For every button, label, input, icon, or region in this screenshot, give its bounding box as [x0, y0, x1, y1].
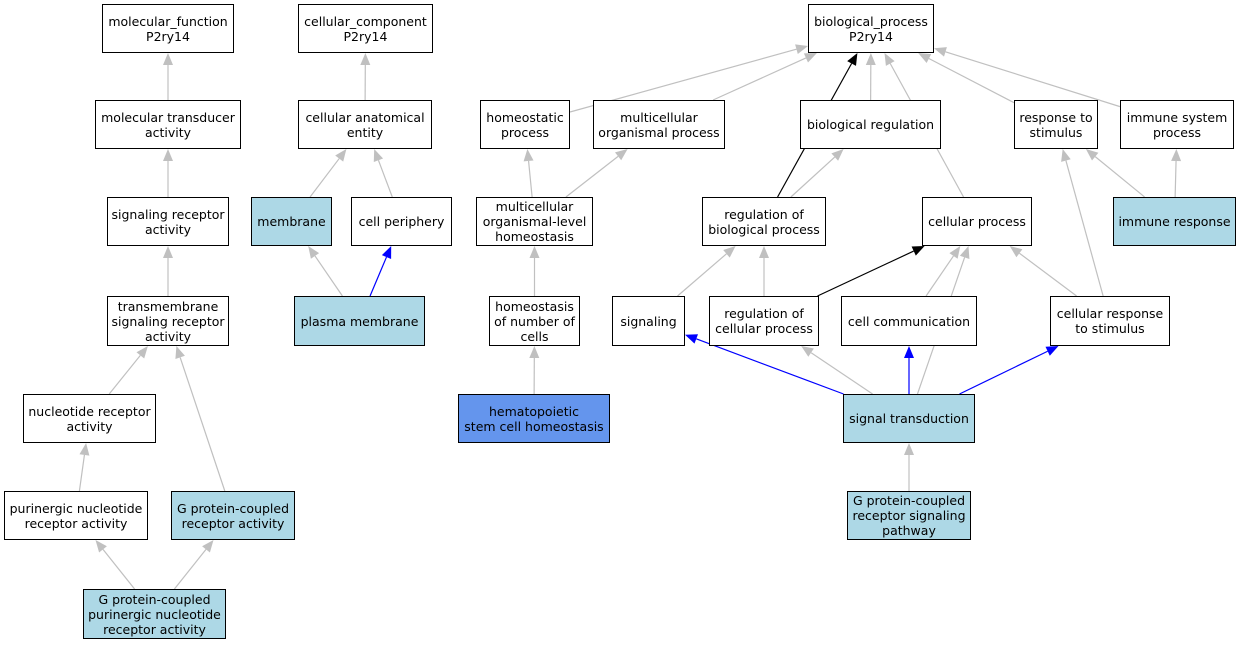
node-regulation-of-cellular-process[interactable]: regulation of cellular process — [709, 296, 819, 346]
edge-arrowhead-multicellular_homeostasis-to-homeostatic_process — [523, 149, 534, 162]
node-signaling-receptor-activity[interactable]: signaling receptor activity — [107, 197, 229, 246]
node-homeostasis-of-number-of-cells[interactable]: homeostasis of number of cells — [489, 296, 580, 346]
edge-plasma_membrane-to-membrane — [314, 255, 343, 297]
edge-arrowhead-immune_response-to-response_to_stimulus — [1085, 149, 1099, 161]
edge-arrowhead-signal_transduction-to-signaling — [685, 334, 698, 344]
node-cellular-process[interactable]: cellular process — [922, 197, 1032, 246]
node-multicellular-organismal-level-homeostasis[interactable]: multicellular organismal-level homeostas… — [476, 197, 593, 246]
edge-arrowhead-cell_response_stimulus-to-response_to_stimulus — [1061, 149, 1071, 162]
edge-arrowhead-tm_sig_receptor-to-sig_receptor — [163, 246, 173, 258]
node-signal-transduction[interactable]: signal transduction — [843, 394, 975, 443]
edge-arrowhead-immune_response-to-immune_system_process — [1171, 149, 1182, 162]
edge-arrowhead-gpcr_pathway-to-signal_transduction — [904, 443, 914, 455]
node-immune-system-process[interactable]: immune system process — [1120, 100, 1234, 149]
node-regulation-of-biological-process[interactable]: regulation of biological process — [702, 197, 826, 246]
node-gpcr-signaling-pathway[interactable]: G protein-coupled receptor signaling pat… — [847, 491, 971, 540]
node-cell-periphery[interactable]: cell periphery — [351, 197, 452, 246]
node-molecular-transducer-activity[interactable]: molecular transducer activity — [95, 100, 241, 149]
edge-arrowhead-gpcr_purinergic-to-purinergic_receptor — [95, 540, 107, 553]
edge-membrane-to-cell_anat_entity — [309, 158, 340, 198]
edge-arrowhead-signal_transduction-to-cell_communication — [904, 346, 914, 358]
node-membrane[interactable]: membrane — [251, 197, 332, 246]
edge-arrowhead-purinergic_receptor-to-nucleotide_receptor — [79, 443, 90, 456]
node-molecular-function-root[interactable]: molecular_function P2ry14 — [102, 4, 234, 53]
edge-response_to_stimulus-to-bp_root — [928, 57, 1015, 104]
node-purinergic-nucleotide-receptor-activity[interactable]: purinergic nucleotide receptor activity — [4, 491, 148, 540]
edge-arrowhead-nucleotide_receptor-to-tm_sig_receptor — [136, 346, 148, 359]
edge-arrowhead-signal_transduction-to-cellular_process — [959, 246, 970, 259]
edge-arrowhead-reg_bio_process-to-biological_regulation — [831, 149, 844, 161]
node-signaling[interactable]: signaling — [612, 296, 685, 346]
edge-reg_cell_process-to-cellular_process — [817, 250, 914, 297]
node-cellular-response-to-stimulus[interactable]: cellular response to stimulus — [1050, 296, 1170, 346]
edge-nucleotide_receptor-to-tm_sig_receptor — [108, 354, 141, 395]
edge-multicellular_homeostasis-to-multicellular_process — [565, 155, 619, 198]
edge-immune_response-to-response_to_stimulus — [1094, 156, 1145, 198]
edge-immune_system_process-to-bp_root — [945, 51, 1121, 108]
edge-gpcr_purinergic-to-gpcr_activity — [173, 549, 207, 590]
edge-arrowhead-signal_transduction-to-cell_response_stimulus — [1045, 346, 1059, 356]
edge-arrowhead-reg_cell_process-to-reg_bio_process — [759, 246, 769, 258]
edge-signal_transduction-to-reg_cell_process — [810, 352, 873, 395]
node-nucleotide-receptor-activity[interactable]: nucleotide receptor activity — [23, 394, 156, 443]
edge-arrowhead-immune_system_process-to-bp_root — [934, 47, 947, 57]
edge-cell_response_stimulus-to-response_to_stimulus — [1065, 160, 1104, 297]
edge-arrowhead-homeostatic_process-to-bp_root — [795, 44, 808, 54]
node-response-to-stimulus[interactable]: response to stimulus — [1014, 100, 1098, 149]
edge-arrowhead-homeostasis_cells-to-multicellular_homeostasis — [529, 246, 540, 258]
edge-multicellular_homeostasis-to-homeostatic_process — [527, 160, 533, 198]
edge-arrowhead-sig_receptor-to-mol_transducer — [163, 149, 173, 161]
edge-arrowhead-membrane-to-cell_anat_entity — [335, 149, 347, 162]
edge-cell_communication-to-cellular_process — [925, 255, 954, 297]
edge-multicellular_process-to-bp_root — [712, 57, 807, 101]
edge-plasma_membrane-to-cell_periphery — [369, 256, 388, 297]
node-biological-process-root[interactable]: biological_process P2ry14 — [808, 4, 934, 53]
edge-arrowhead-biological_regulation-to-bp_root — [865, 53, 876, 65]
node-homeostatic-process[interactable]: homeostatic process — [480, 100, 570, 149]
edge-arrowhead-reg_cell_process-to-cellular_process — [911, 246, 925, 256]
edge-arrowhead-gpcr_activity-to-tm_sig_receptor — [175, 346, 185, 359]
edge-cell_response_stimulus-to-cellular_process — [1018, 252, 1077, 297]
edge-arrowhead-cell_response_stimulus-to-cellular_process — [1009, 246, 1023, 258]
edge-arrowhead-cell_communication-to-cellular_process — [949, 246, 961, 259]
edge-arrowhead-cell_periphery-to-cell_anat_entity — [373, 149, 384, 162]
edge-arrowhead-hsc_homeostasis-to-homeostasis_cells — [529, 346, 540, 358]
edge-signal_transduction-to-cell_response_stimulus — [959, 350, 1048, 395]
edge-purinergic_receptor-to-nucleotide_receptor — [78, 454, 86, 492]
edge-immune_response-to-immune_system_process — [1174, 160, 1177, 198]
node-plasma-membrane[interactable]: plasma membrane — [294, 296, 425, 346]
edge-signal_transduction-to-signaling — [696, 338, 844, 395]
node-transmembrane-signaling-receptor-activity[interactable]: transmembrane signaling receptor activit… — [107, 296, 229, 346]
node-hematopoietic-stem-cell-homeostasis[interactable]: hematopoietic stem cell homeostasis — [458, 394, 610, 443]
edge-arrowhead-gpcr_purinergic-to-gpcr_activity — [202, 540, 214, 553]
edge-cell_periphery-to-cell_anat_entity — [377, 160, 393, 198]
node-biological-regulation[interactable]: biological regulation — [800, 100, 941, 149]
edge-arrowhead-multicellular_homeostasis-to-multicellular_process — [615, 149, 628, 161]
node-gpcr-activity[interactable]: G protein-coupled receptor activity — [171, 491, 295, 540]
edge-arrowhead-cell_anat_entity-to-cc_root — [360, 53, 371, 65]
edge-arrowhead-mol_transducer-to-mf_root — [163, 53, 173, 65]
edge-arrowhead-signal_transduction-to-reg_cell_process — [801, 346, 814, 357]
node-immune-response[interactable]: immune response — [1113, 197, 1236, 246]
edge-arrowhead-reg_bio_process-to-bp_root — [847, 53, 858, 66]
edge-arrowhead-signaling-to-reg_bio_process — [723, 246, 736, 258]
edge-signaling-to-reg_bio_process — [677, 253, 727, 297]
edge-arrowhead-cellular_process-to-bp_root — [884, 53, 895, 66]
edge-gpcr_purinergic-to-purinergic_receptor — [102, 549, 136, 590]
node-multicellular-organismal-process[interactable]: multicellular organismal process — [593, 100, 725, 149]
edge-arrowhead-response_to_stimulus-to-bp_root — [918, 53, 932, 63]
node-cell-communication[interactable]: cell communication — [841, 296, 977, 346]
edge-gpcr_activity-to-tm_sig_receptor — [179, 357, 226, 492]
edge-reg_bio_process-to-biological_regulation — [790, 156, 836, 198]
node-cellular-component-root[interactable]: cellular_component P2ry14 — [298, 4, 433, 53]
edge-arrowhead-multicellular_process-to-bp_root — [803, 53, 817, 63]
edge-arrowhead-plasma_membrane-to-cell_periphery — [381, 246, 392, 259]
node-cellular-anatomical-entity[interactable]: cellular anatomical entity — [298, 100, 432, 149]
node-gpcr-purinergic-nucleotide-receptor-activity[interactable]: G protein-coupled purinergic nucleotide … — [83, 589, 226, 639]
edge-arrowhead-plasma_membrane-to-membrane — [308, 246, 320, 259]
